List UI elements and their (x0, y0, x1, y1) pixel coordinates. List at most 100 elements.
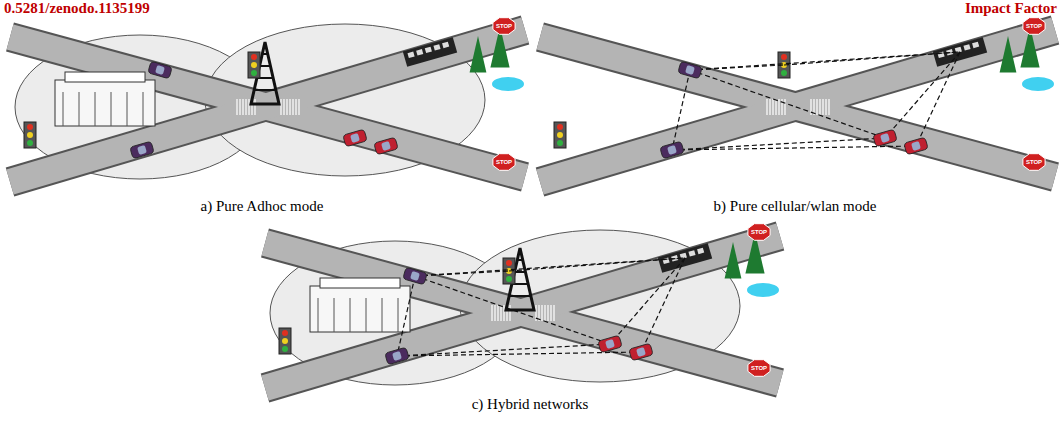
stop-sign-text: STOP (747, 364, 771, 372)
cell-tower (251, 42, 279, 104)
wireless-link (641, 258, 685, 352)
crosswalk (828, 99, 829, 115)
crosswalk (497, 305, 498, 321)
stop-sign-text: STOP (1022, 158, 1046, 166)
building-window (79, 92, 80, 126)
crosswalk (254, 99, 255, 115)
road-edge (10, 30, 525, 182)
crosswalk (819, 99, 820, 115)
traffic-light (554, 122, 566, 148)
traffic-light (781, 70, 787, 76)
wireless-link (690, 65, 784, 70)
cell-tower (517, 259, 522, 261)
cell-tower (254, 89, 276, 91)
building-window (318, 298, 319, 332)
traffic-light (282, 338, 288, 344)
car (904, 137, 928, 155)
wireless-link (397, 344, 610, 356)
building-window (350, 298, 351, 332)
doi-header: 0.5281/zenodo.1135199 (4, 0, 150, 17)
crosswalk (544, 305, 545, 321)
traffic-light (506, 276, 512, 282)
traffic-light (251, 70, 257, 76)
crosswalk (298, 99, 299, 115)
road (10, 30, 525, 182)
wireless-link (672, 70, 690, 150)
crosswalk (245, 99, 246, 115)
stop-sign-text: STOP (1022, 22, 1046, 30)
car (403, 267, 427, 285)
traffic-light (251, 54, 257, 60)
traffic-light (251, 62, 257, 68)
building (55, 80, 155, 126)
traffic-light (279, 328, 291, 354)
crosswalk (547, 305, 548, 321)
journal-header: Impact Factor (965, 0, 1057, 17)
building-sign (320, 278, 400, 288)
wireless-link (916, 52, 960, 146)
crosswalk (550, 305, 551, 321)
crosswalk (242, 99, 243, 115)
tree (470, 36, 487, 72)
traffic-light (557, 124, 563, 130)
car (374, 137, 398, 155)
car (130, 141, 154, 159)
crosswalk (283, 99, 284, 115)
crosswalk (494, 305, 495, 321)
car (343, 129, 367, 147)
stop-sign (493, 154, 515, 171)
traffic-light (24, 122, 36, 148)
traffic-light (506, 260, 512, 266)
tree (725, 242, 742, 278)
stop-sign (1023, 154, 1045, 171)
crosswalk (775, 99, 776, 115)
building-window (111, 92, 112, 126)
panel-caption: a) Pure Adhoc mode (201, 198, 324, 215)
wireless-link (610, 258, 685, 344)
pond (492, 77, 524, 91)
crosswalk (289, 99, 290, 115)
wireless-link (672, 138, 885, 150)
wireless-link (415, 276, 610, 344)
traffic-light (27, 124, 33, 130)
wireless-link (397, 276, 415, 356)
traffic-light (781, 54, 787, 60)
crosswalk (822, 99, 823, 115)
traffic-light (27, 132, 33, 138)
tree (1000, 36, 1017, 72)
stop-sign (493, 18, 515, 35)
traffic-light (557, 140, 563, 146)
building-window (366, 298, 367, 332)
crosswalk (491, 305, 492, 321)
wireless-link (690, 52, 960, 70)
crosswalk (825, 99, 826, 115)
crosswalk (236, 99, 237, 115)
crosswalk (772, 99, 773, 115)
traffic-light (557, 132, 563, 138)
building-window (63, 92, 64, 126)
cell-tower (506, 248, 534, 310)
traffic-light (282, 346, 288, 352)
panel-caption: b) Pure cellular/wlan mode (714, 198, 877, 215)
traffic-light (248, 52, 260, 78)
crosswalk (778, 99, 779, 115)
building-window (398, 298, 399, 332)
building-window (382, 298, 383, 332)
cell-tower (260, 65, 271, 67)
bus (403, 37, 457, 67)
car (678, 61, 702, 79)
crosswalk (239, 99, 240, 115)
crosswalk (500, 305, 501, 321)
crosswalk (766, 99, 767, 115)
building-window (143, 92, 144, 126)
building-window (334, 298, 335, 332)
wireless-link (690, 70, 885, 138)
crosswalk (503, 305, 504, 321)
crosswalk (248, 99, 249, 115)
crosswalk (295, 99, 296, 115)
crosswalk (509, 305, 510, 321)
crosswalk (784, 99, 785, 115)
panel-caption: c) Hybrid networks (472, 396, 589, 413)
traffic-light (27, 140, 33, 146)
